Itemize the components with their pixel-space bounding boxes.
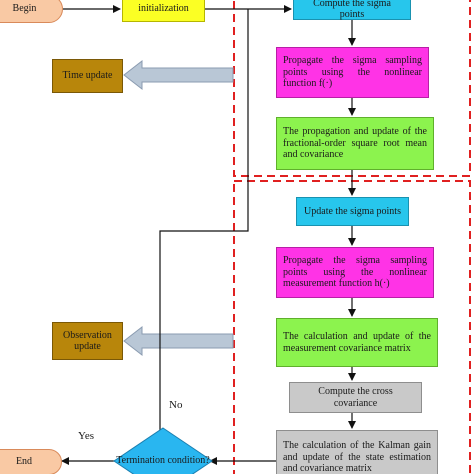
cross-cov-node: Compute the cross covariance (289, 382, 422, 413)
kalman-gain-node: The calculation of the Kalman gain and u… (276, 430, 438, 474)
termination-label-box: Termination condition? (114, 455, 212, 466)
observation-update-node: Observation update (52, 322, 123, 360)
observation-update-label: Observation update (63, 329, 112, 353)
update-sigma-node: Update the sigma points (296, 197, 409, 226)
time-update-node: Time update (52, 59, 123, 93)
observation-update-block-arrow (123, 325, 234, 357)
prop-update-mean-label: The propagation and update of the fracti… (283, 126, 427, 161)
termination-diamond (113, 427, 213, 474)
time-update-block-arrow (123, 59, 234, 91)
edge-termination-loop (159, 9, 249, 430)
prop-update-mean-node: The propagation and update of the fracti… (276, 117, 434, 170)
propagate-meas-label: Propagate the sigma sampling points usin… (283, 255, 427, 290)
cross-cov-label: Compute the cross covariance (318, 386, 393, 409)
propagate-sigma-node: Propagate the sigma sampling points usin… (276, 47, 429, 98)
meas-cov-node: The calculation and update of the measur… (276, 318, 438, 367)
propagate-sigma-label: Propagate the sigma sampling points usin… (283, 55, 422, 90)
kalman-gain-label: The calculation of the Kalman gain and u… (283, 440, 431, 474)
end-label: End (15, 456, 33, 468)
termination-label: Termination condition? (116, 455, 210, 466)
initialization-node: initialization (122, 0, 205, 22)
time-update-label: Time update (62, 70, 113, 82)
begin-node: Begin (0, 0, 63, 23)
update-sigma-label: Update the sigma points (304, 205, 401, 217)
propagate-meas-node: Propagate the sigma sampling points usin… (276, 247, 434, 298)
begin-label: Begin (12, 3, 37, 15)
meas-cov-label: The calculation and update of the measur… (283, 331, 431, 354)
yes-edge-label: Yes (78, 430, 95, 442)
end-node: End (0, 449, 62, 474)
compute-sigma-label: Compute the sigma points (313, 0, 391, 20)
no-edge-label: No (169, 399, 183, 411)
initialization-label: initialization (138, 2, 189, 14)
compute-sigma-node: Compute the sigma points (293, 0, 411, 20)
